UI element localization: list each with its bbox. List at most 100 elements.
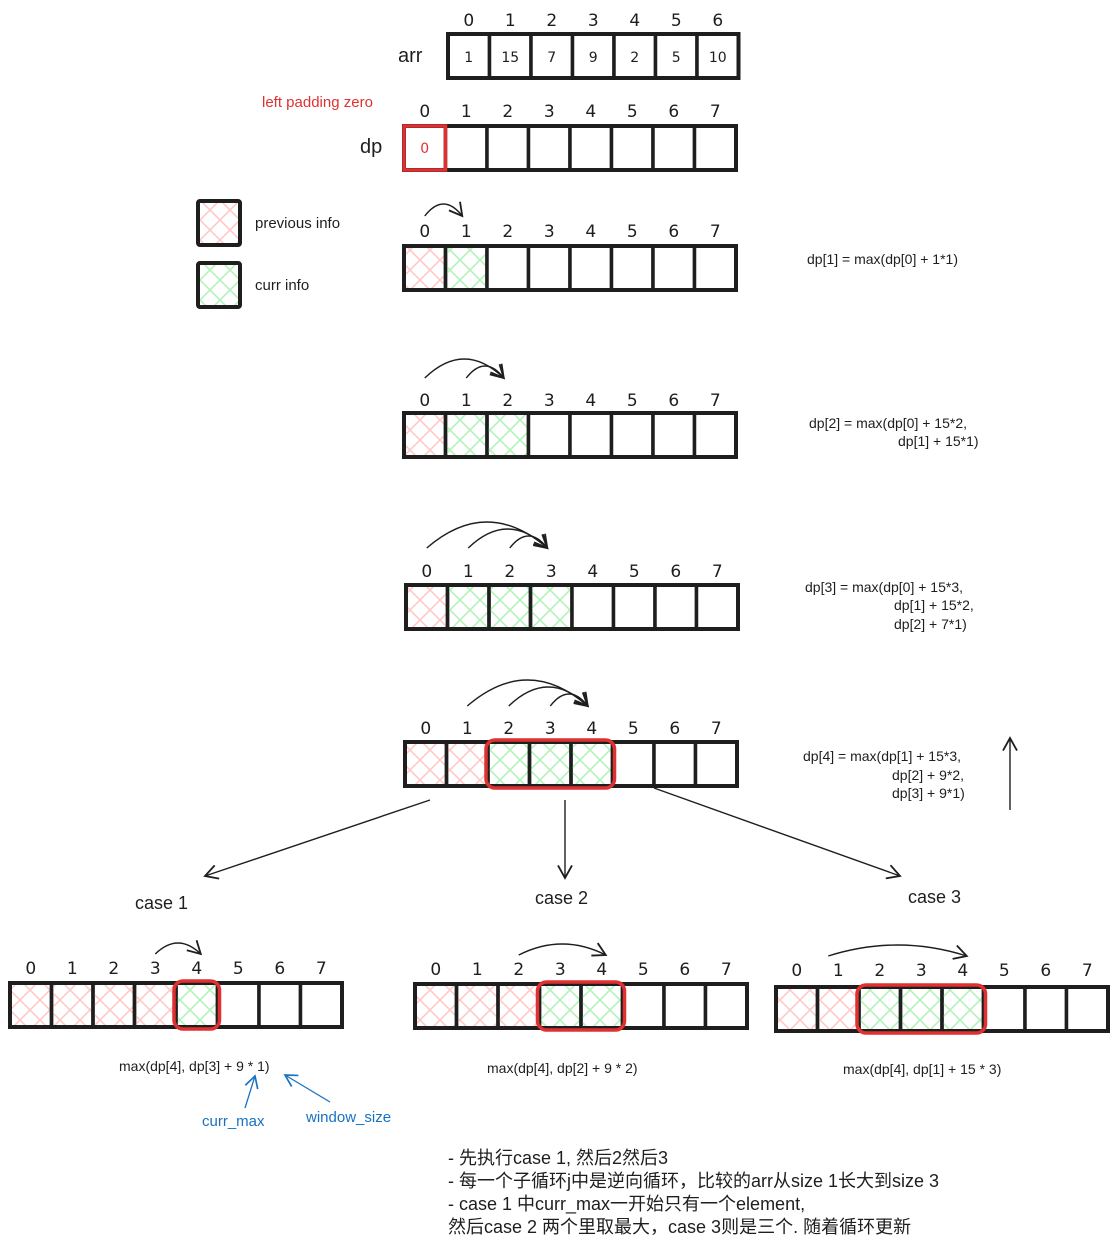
step-2-outline	[402, 411, 738, 459]
step-2-index-4: 4	[585, 391, 596, 411]
case-3-index-5: 5	[999, 961, 1010, 981]
case-1-index-1: 1	[67, 959, 78, 979]
case-2-cell-2-previous	[496, 982, 542, 1030]
case-2-index-2: 2	[513, 960, 524, 980]
dp-cell-3	[526, 124, 572, 172]
step-4-arc-2	[508, 686, 590, 708]
arr-value-5: 5	[672, 50, 681, 66]
dp-index-0: 0	[419, 102, 430, 122]
step-1-cell-3	[526, 244, 572, 292]
dp-cells: 0	[402, 124, 738, 172]
case-3-cell-1-previous	[815, 985, 861, 1033]
case-1-cell-7	[298, 981, 344, 1029]
step-3-index-4: 4	[587, 562, 598, 582]
arr-index-5: 5	[671, 11, 682, 31]
case-2-index-7: 7	[721, 960, 732, 980]
case-3-index-0: 0	[791, 961, 802, 981]
step-4-index-7: 7	[711, 719, 722, 739]
case-3-cell-2-current	[857, 985, 903, 1033]
formula-dp4-line2: dp[2] + 9*2,	[892, 767, 964, 783]
arr-index-3: 3	[588, 11, 599, 31]
case-1-index-6: 6	[274, 959, 285, 979]
case-3-window-highlight	[855, 983, 988, 1035]
step-3-index-6: 6	[670, 562, 681, 582]
step-3-index-1: 1	[463, 562, 474, 582]
step-3-cell-0-previous	[404, 583, 450, 631]
case-1-formula: max(dp[4], dp[3] + 9 * 1)	[119, 1058, 270, 1074]
arr-index-0: 0	[463, 11, 474, 31]
case-3-cell-4-current	[940, 985, 986, 1033]
step-4-index-1: 1	[462, 719, 473, 739]
note-line-4: 然后case 2 两个里取最大，case 3则是三个. 随着循环更新	[448, 1217, 912, 1237]
step-2-index-2: 2	[502, 391, 513, 411]
case-2-cell-0-previous	[413, 982, 459, 1030]
arr-value-1: 15	[501, 50, 519, 66]
step-4-cell-1-previous	[444, 740, 490, 788]
case-3-title: case 3	[908, 887, 961, 907]
dp-cell-4	[568, 124, 614, 172]
step-2-index-7: 7	[710, 391, 721, 411]
dp-index-4: 4	[585, 102, 596, 122]
step-4-index-5: 5	[628, 719, 639, 739]
case-3-index-1: 1	[833, 961, 844, 981]
step-1-outline	[402, 244, 738, 292]
case-2-index-0: 0	[430, 960, 441, 980]
step-1-index-2: 2	[502, 222, 513, 242]
formula-dp1-line1: dp[1] = max(dp[0] + 1*1)	[807, 251, 958, 267]
formula-dp3-line3: dp[2] + 7*1)	[894, 616, 967, 632]
case-3-formula: max(dp[4], dp[1] + 15 * 3)	[843, 1061, 1001, 1077]
case-3-outline	[774, 985, 1110, 1033]
case-1-window-highlight	[172, 979, 222, 1031]
legend-current-swatch	[196, 261, 242, 309]
step-4-index-0: 0	[420, 719, 431, 739]
step-2-index-6: 6	[668, 391, 679, 411]
case-3-index-7: 7	[1082, 961, 1093, 981]
formula-dp3-line1: dp[3] = max(dp[0] + 15*3,	[805, 579, 963, 595]
step-1-index-0: 0	[419, 222, 430, 242]
step-4-cell-4-current	[569, 740, 615, 788]
case-2-index-1: 1	[472, 960, 483, 980]
dp-cell-5	[609, 124, 655, 172]
step-4-cell-2-current	[486, 740, 532, 788]
dp-padding-cell-highlight	[402, 124, 448, 172]
formula-dp2-line1: dp[2] = max(dp[0] + 15*2,	[809, 415, 967, 431]
legend-previous-swatch	[196, 199, 242, 247]
dp-label: dp	[360, 136, 382, 158]
case-1-index-2: 2	[108, 959, 119, 979]
step-4-index-3: 3	[545, 719, 556, 739]
explanation-notes: - 先执行case 1, 然后2然后3 - 每一个子循环j中是逆向循环，比较的a…	[448, 1147, 939, 1239]
step-4-cell-0-previous	[403, 740, 449, 788]
case-1-index-3: 3	[150, 959, 161, 979]
case-3-index-4: 4	[957, 961, 968, 981]
curr-max-arrow	[244, 1074, 259, 1109]
arr-index-6: 6	[712, 11, 723, 31]
step-3-arc-1	[467, 528, 549, 550]
step-1-cell-1-current	[443, 244, 489, 292]
case-2-window-highlight	[535, 980, 627, 1032]
case-branch-arrows	[203, 787, 902, 880]
formula-dp4-line1: dp[4] = max(dp[1] + 15*3,	[803, 748, 961, 764]
case-2-cell-7	[703, 982, 749, 1030]
dp-index-3: 3	[544, 102, 555, 122]
step-1-index-6: 6	[668, 222, 679, 242]
step-1-cell-4	[568, 244, 614, 292]
formula-dp3-line2: dp[1] + 15*2,	[894, 597, 974, 613]
arr-value-4: 2	[630, 50, 639, 66]
dp-cell-1	[443, 124, 489, 172]
dp-cell-2	[485, 124, 531, 172]
dp-index-2: 2	[502, 102, 513, 122]
step-4-cell-7	[693, 740, 739, 788]
note-line-1: - 先执行case 1, 然后2然后3	[448, 1148, 669, 1168]
arr-value-3: 9	[589, 50, 598, 66]
legend-previous-label: previous info	[255, 215, 340, 232]
case-1-title: case 1	[135, 893, 188, 913]
case-2-cell-1-previous	[454, 982, 500, 1030]
case-2-outline	[413, 982, 749, 1030]
step-3-cell-1-current	[445, 583, 491, 631]
legend-current-label: curr info	[255, 277, 309, 294]
